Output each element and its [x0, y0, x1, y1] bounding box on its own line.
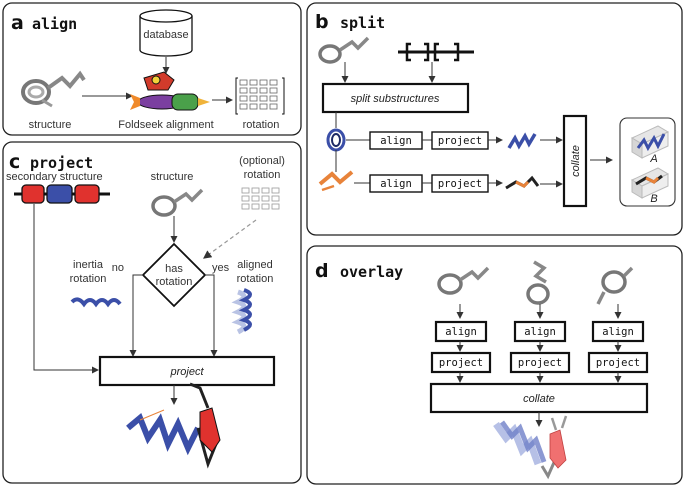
panel-a-title: align: [32, 15, 77, 33]
split-substructures-label: split substructures: [351, 93, 440, 105]
foldseek-mascot-icon: [130, 71, 210, 111]
panel-b: b split split substructures align proj: [306, 2, 683, 236]
aligned-helix-icon: [231, 288, 252, 335]
inertia-helix-icon: [70, 297, 122, 308]
result-a-icon: [630, 125, 670, 159]
inertia-label: inertia: [73, 259, 104, 271]
align-label-helix: align: [380, 135, 412, 147]
project-label-strand: project: [438, 178, 482, 190]
collate-label-b: collate: [570, 145, 582, 177]
overlay-projection-icon: [493, 415, 568, 480]
panel-d: d overlay align align align project proj…: [306, 245, 683, 485]
sequence-segments-icon: [398, 42, 474, 62]
secondary-structure-bar: [14, 184, 110, 204]
project-button-d1: [430, 351, 492, 374]
protein-structure-icon: [526, 260, 550, 305]
rotation-matrix-icon: [235, 77, 285, 115]
panel-a-frame: [2, 2, 302, 136]
optional-label: (optional): [239, 155, 285, 167]
has-rotation-decision: [141, 242, 207, 308]
split-substructures-box: [321, 82, 470, 114]
align-label-d3: align: [602, 326, 634, 338]
panel-b-frame: [306, 2, 683, 236]
project-label-c: project: [169, 366, 204, 378]
decision-line-2: rotation: [156, 276, 193, 288]
database-label: database: [143, 29, 188, 41]
panel-c: c project secondary structure structure …: [2, 141, 302, 484]
no-label: no: [112, 262, 124, 274]
panel-b-title: split: [340, 14, 385, 32]
align-label-strand: align: [380, 178, 412, 190]
project-label-d1: project: [439, 357, 483, 369]
collate-label-d: collate: [523, 393, 555, 405]
protein-structure-icon: [437, 266, 490, 295]
rotation-label: rotation: [243, 119, 280, 131]
foldseek-alignment-label: Foldseek alignment: [118, 119, 213, 131]
projected-2d-icon: [126, 382, 221, 469]
helix-projection-icon: [507, 132, 537, 150]
project-label-helix: project: [438, 135, 482, 147]
optional-rotation-label: rotation: [244, 169, 281, 181]
panel-c-title: project: [30, 154, 93, 172]
decision-line-1: has: [165, 263, 183, 275]
project-label-d3: project: [596, 357, 640, 369]
panel-d-letter: d: [315, 260, 329, 282]
align-button-d1: [434, 320, 488, 343]
protein-structure-icon: [596, 266, 634, 305]
align-label-d1: align: [445, 326, 477, 338]
panel-d-title: overlay: [340, 263, 403, 281]
aligned-label: aligned: [237, 259, 272, 271]
panel-c-frame: [2, 141, 302, 484]
project-box-c: [98, 355, 276, 387]
rotation-matrix-icon: [241, 187, 280, 210]
orange-strand-icon: [318, 170, 354, 192]
collate-box-d: [429, 382, 649, 414]
panel-d-frame: [306, 245, 683, 485]
protein-structure-icon: [21, 70, 86, 108]
panel-a: a align database structure Foldseek alig…: [2, 2, 302, 136]
result-b-icon: [630, 167, 670, 199]
database-icon: [139, 9, 193, 57]
panel-b-letter: b: [315, 11, 329, 33]
project-label-d2: project: [518, 357, 562, 369]
blue-helix-icon: [326, 128, 346, 152]
protein-structure-icon: [151, 188, 204, 217]
protein-structure-icon: [318, 36, 370, 64]
result-b-label: B: [650, 193, 657, 205]
structure-label: structure: [29, 119, 72, 131]
yes-label: yes: [212, 262, 230, 274]
aligned-rotation-label: rotation: [237, 273, 274, 285]
panel-a-letter: a: [11, 12, 24, 34]
panel-c-letter: c: [9, 151, 20, 173]
collate-box-b: [562, 114, 588, 208]
structure-label-c: structure: [151, 171, 194, 183]
inertia-rotation-label: rotation: [70, 273, 107, 285]
align-label-d2: align: [524, 326, 556, 338]
result-a-label: A: [649, 153, 657, 165]
secondary-structure-label: secondary structure: [6, 171, 103, 183]
